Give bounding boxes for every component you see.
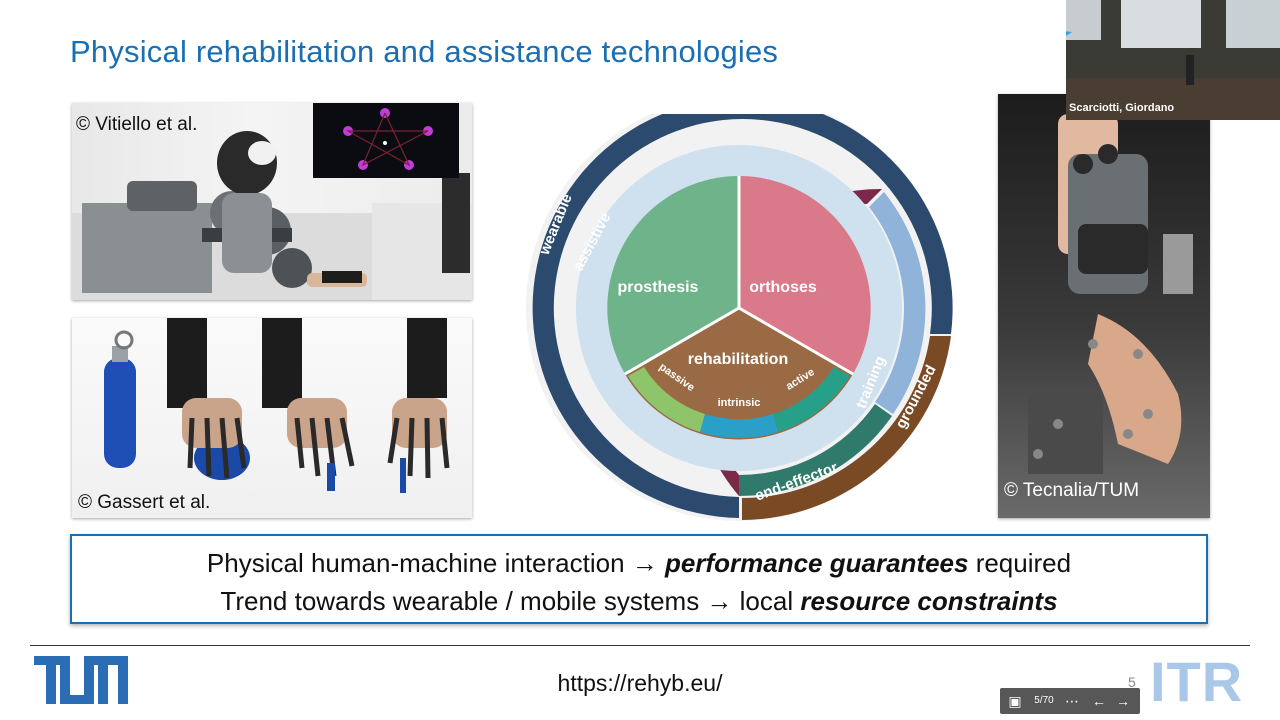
next-slide-icon[interactable]: →: [1116, 693, 1130, 709]
page-number: 5: [1128, 674, 1136, 690]
ring-grounded: [742, 336, 951, 520]
rehab-robot-illustration: [72, 131, 472, 300]
label-orthoses: orthoses: [749, 279, 817, 296]
summary-box: Physical human-machine interaction → per…: [70, 534, 1208, 624]
label-rehabilitation: rehabilitation: [688, 351, 788, 368]
arm-orthosis-photo: [998, 94, 1210, 518]
page-indicator: 5/70: [1034, 695, 1054, 706]
credit-gassert: © Gassert et al.: [78, 492, 211, 513]
tum-logo: [34, 656, 130, 709]
more-options-icon[interactable]: ⋯: [1065, 693, 1079, 709]
summary-line-2-text: Trend towards wearable / mobile systems …: [220, 586, 801, 616]
footer-url: https://rehyb.eu/: [557, 670, 723, 696]
summary-line-1: Physical human-machine interaction → per…: [72, 548, 1206, 579]
previous-slide-icon[interactable]: ←: [1092, 693, 1106, 709]
taxonomy-diagram: prosthesis orthoses rehabilitation passi…: [526, 114, 953, 521]
footer-divider: [30, 645, 1250, 646]
summary-line-2-emphasis: resource constraints: [800, 586, 1058, 616]
label-intrinsic: intrinsic: [718, 397, 761, 409]
hand-exoskeleton-photo: [72, 318, 472, 518]
game-screen-inset: [313, 103, 459, 178]
presentation-toolbar: ▣ 5/70 ⋯ ← →: [1000, 688, 1140, 714]
itr-logo: ITR: [1150, 650, 1244, 713]
tum-logo-graphic: [34, 656, 128, 704]
game-screen-graphic: [343, 108, 433, 170]
arm-illustration: [1028, 114, 1193, 474]
presenter-name: Scarciotti, Giordano: [1069, 102, 1175, 114]
ring-training: [869, 192, 926, 414]
accessibility-figure-icon: [1066, 31, 1072, 36]
label-prosthesis: prosthesis: [618, 279, 699, 296]
arc-active: [773, 367, 850, 432]
gloves-illustration: [104, 318, 450, 493]
video-room-graphic: [1066, 0, 1280, 120]
summary-line-2: Trend towards wearable / mobile systems …: [72, 586, 1206, 617]
arc-passive: [628, 367, 705, 432]
summary-line-1-end: required: [968, 548, 1072, 578]
presenter-video[interactable]: [1066, 0, 1280, 120]
summary-line-1-emphasis: performance guarantees: [665, 548, 969, 578]
slide-title: Physical rehabilitation and assistance t…: [70, 34, 779, 69]
credit-vitiello: © Vitiello et al.: [76, 114, 198, 135]
arc-intrinsic: [700, 414, 778, 439]
summary-line-1-text: Physical human-machine interaction →: [206, 548, 666, 578]
credit-tecnalia: © Tecnalia/TUM: [1004, 480, 1140, 501]
sector-orthoses: [739, 176, 871, 374]
screen-share-icon[interactable]: ▣: [1008, 693, 1022, 709]
sector-prosthesis: [607, 176, 739, 374]
ring-end-effector: [739, 404, 892, 497]
